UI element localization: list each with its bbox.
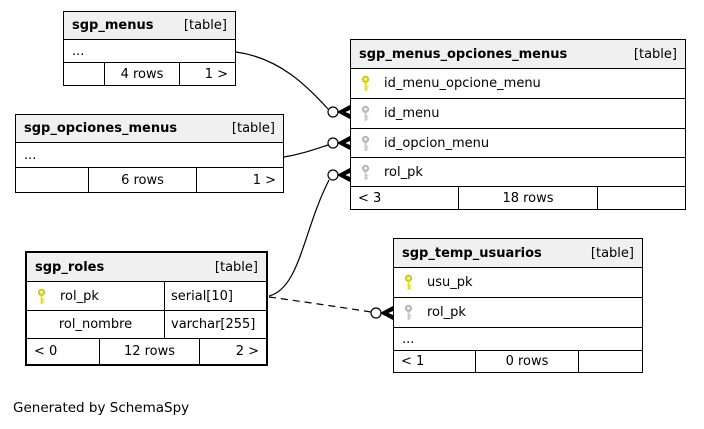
table-name[interactable]: sgp_opciones_menus xyxy=(24,121,178,136)
edge-opciones-to-id-opcion-menu xyxy=(283,135,352,158)
footer-row-count: 12 rows xyxy=(100,339,200,364)
column-name: rol_pk xyxy=(384,164,423,180)
ellipsis-label: ... xyxy=(72,43,85,59)
footer-children-count: < 1 xyxy=(394,351,476,372)
footer-row-count: 4 rows xyxy=(105,63,180,85)
table-name[interactable]: sgp_temp_usuarios xyxy=(402,245,542,261)
primary-key-icon xyxy=(402,274,414,291)
primary-key-icon xyxy=(359,75,371,92)
table-name[interactable]: sgp_menus_opciones_menus xyxy=(359,46,568,62)
foreign-key-icon xyxy=(402,304,414,321)
table-header[interactable]: sgp_menus [table] xyxy=(64,12,235,40)
column-row: rol_nombre varchar[255] xyxy=(27,311,266,339)
footer-row-count: 18 rows xyxy=(459,187,598,209)
table-header[interactable]: sgp_opciones_menus [table] xyxy=(16,115,283,143)
table-footer: < 3 18 rows xyxy=(351,187,685,209)
footer-children-count: < 0 xyxy=(27,339,100,364)
table-type-tag: [table] xyxy=(590,245,634,261)
column-type: serial[10] xyxy=(171,288,233,304)
footer-parents-count xyxy=(579,351,642,372)
ellipsis-label: ... xyxy=(402,331,415,347)
column-type: varchar[255] xyxy=(171,317,256,332)
collapsed-columns-row: ... xyxy=(64,40,235,63)
column-name: usu_pk xyxy=(427,275,473,290)
footer-children-count: < 3 xyxy=(351,187,459,209)
column-name-cell: rol_nombre xyxy=(27,311,165,338)
column-row: rol_pk serial[10] xyxy=(27,282,266,311)
edge-roles-to-rol-pk xyxy=(268,167,352,297)
column-row: id_menu xyxy=(351,99,685,129)
table-sgp-menus[interactable]: sgp_menus [table] ... 4 rows 1 > xyxy=(63,11,236,86)
table-name[interactable]: sgp_menus xyxy=(72,18,154,33)
primary-key-icon xyxy=(35,288,47,305)
ellipsis-label: ... xyxy=(24,147,37,163)
column-name: id_menu_opcione_menu xyxy=(384,76,541,91)
column-name: id_opcion_menu xyxy=(384,135,490,151)
table-type-tag: [table] xyxy=(633,46,677,62)
table-header[interactable]: sgp_temp_usuarios [table] xyxy=(394,239,642,268)
table-type-tag: [table] xyxy=(214,259,258,275)
collapsed-columns-row: ... xyxy=(394,328,642,351)
table-sgp-roles[interactable]: sgp_roles [table] rol_pk serial[10] rol_… xyxy=(25,251,268,366)
column-name: id_menu xyxy=(384,106,440,121)
foreign-key-icon xyxy=(359,105,371,122)
table-type-tag: [table] xyxy=(183,18,227,33)
column-row: rol_pk xyxy=(351,158,685,187)
column-row: id_menu_opcione_menu xyxy=(351,69,685,99)
table-sgp-menus-opciones-menus[interactable]: sgp_menus_opciones_menus [table] id_menu… xyxy=(350,39,686,210)
footer-row-count: 0 rows xyxy=(476,351,579,372)
table-header[interactable]: sgp_roles [table] xyxy=(27,253,266,282)
footer-row-count: 6 rows xyxy=(89,168,197,192)
column-name-cell: rol_pk xyxy=(27,282,165,310)
table-name[interactable]: sgp_roles xyxy=(35,259,105,275)
table-footer: 4 rows 1 > xyxy=(64,63,235,85)
column-row: rol_pk xyxy=(394,298,642,328)
table-header[interactable]: sgp_menus_opciones_menus [table] xyxy=(351,40,685,69)
footer-parents-count: 2 > xyxy=(235,344,259,359)
column-name: rol_nombre xyxy=(58,317,133,332)
footer-parents-count: 1 > xyxy=(252,172,276,188)
collapsed-columns-row: ... xyxy=(16,143,283,168)
table-sgp-opciones-menus[interactable]: sgp_opciones_menus [table] ... 6 rows 1 … xyxy=(15,114,284,193)
column-name: rol_pk xyxy=(60,288,99,304)
footer-parents-count xyxy=(598,187,685,209)
table-sgp-temp-usuarios[interactable]: sgp_temp_usuarios [table] usu_pk rol_pk … xyxy=(393,238,643,373)
footer-children-count xyxy=(64,63,105,85)
edge-roles-to-temp-usuarios xyxy=(268,296,395,321)
table-type-tag: [table] xyxy=(231,121,275,136)
table-footer: < 0 12 rows 2 > xyxy=(27,339,266,364)
column-row: usu_pk xyxy=(394,268,642,298)
generator-note: Generated by SchemaSpy xyxy=(13,400,190,416)
column-row: id_opcion_menu xyxy=(351,129,685,158)
table-footer: < 1 0 rows xyxy=(394,351,642,372)
footer-parents-count: 1 > xyxy=(204,66,228,82)
foreign-key-icon xyxy=(359,164,371,181)
foreign-key-icon xyxy=(359,135,371,152)
edge-menus-to-id-menu xyxy=(235,51,352,120)
column-name: rol_pk xyxy=(427,305,466,320)
footer-children-count xyxy=(16,168,89,192)
table-footer: 6 rows 1 > xyxy=(16,168,283,192)
